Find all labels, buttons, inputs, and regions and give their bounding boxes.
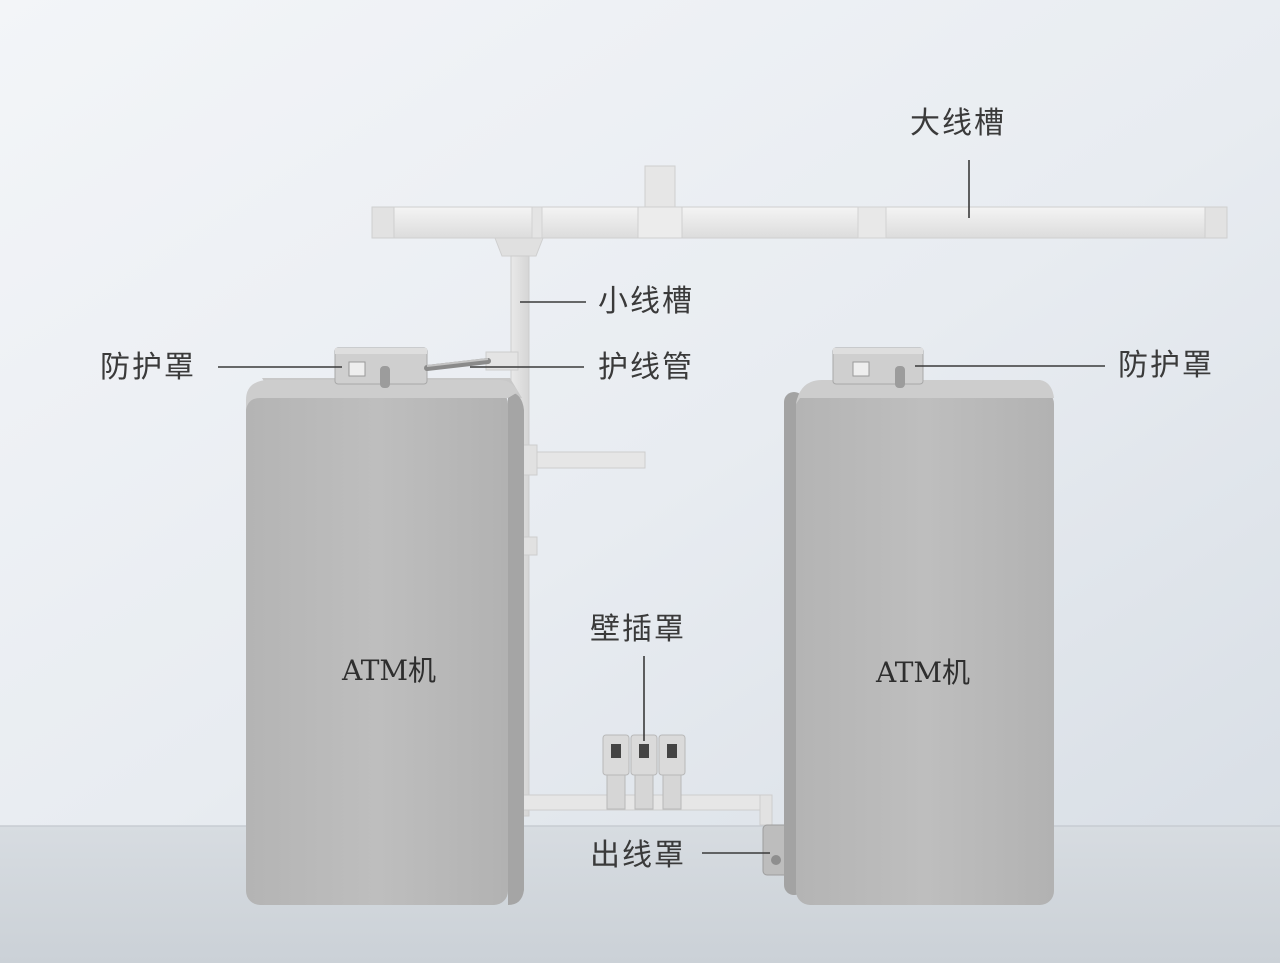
- label-main-trunking: 大线槽: [910, 106, 1006, 141]
- label-protective-cover-left: 防护罩: [100, 350, 196, 385]
- socket-cover: [658, 734, 686, 810]
- label-outlet-cover: 出线罩: [590, 838, 686, 873]
- atm-right: [784, 380, 1054, 905]
- wall: [0, 0, 1280, 826]
- label-atm-right: ATM机: [876, 656, 971, 689]
- label-small-trunking: 小线槽: [598, 284, 694, 319]
- socket-cover: [602, 734, 630, 810]
- atm-left: [246, 378, 524, 905]
- wire-conduit-shape: [424, 358, 491, 371]
- label-atm-left: ATM机: [342, 654, 437, 687]
- protective-cover-left-shape: [334, 347, 428, 388]
- protective-cover-right-shape: [832, 347, 924, 388]
- leader-lines: [218, 160, 1105, 854]
- label-protective-cover-right: 防护罩: [1118, 348, 1214, 383]
- wall-socket-covers: [602, 734, 686, 810]
- label-wire-conduit: 护线管: [598, 350, 694, 385]
- label-wall-socket-cover: 壁插罩: [590, 612, 686, 647]
- main-trunking: [371, 165, 1228, 257]
- socket-cover: [630, 734, 658, 810]
- floor: [0, 826, 1280, 963]
